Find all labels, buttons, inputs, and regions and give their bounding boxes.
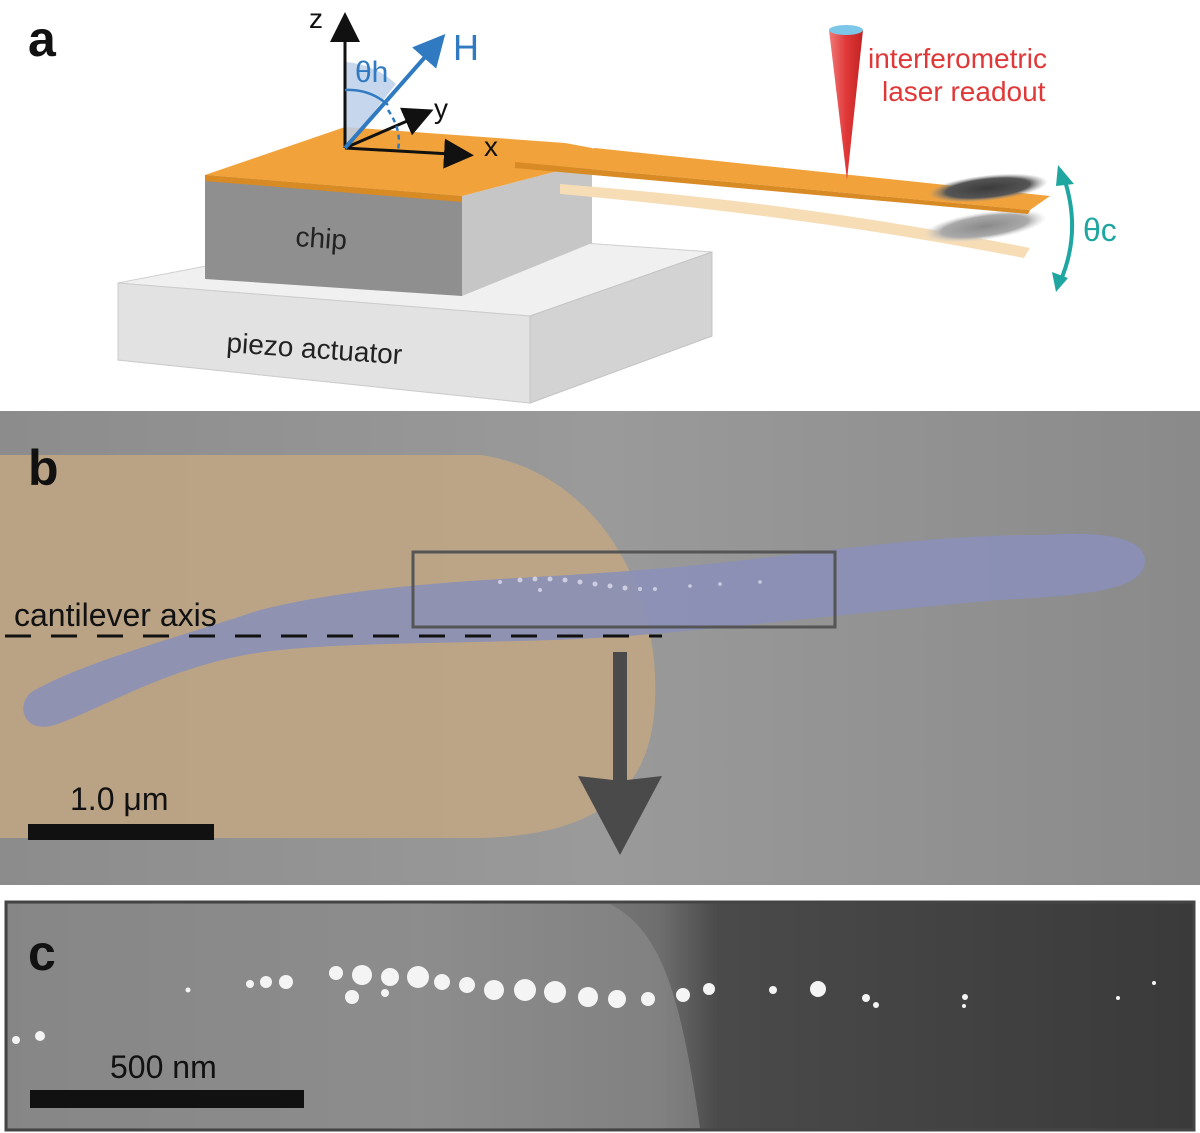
x-axis-arrow: [344, 138, 474, 169]
scale-bar-b-label: 1.0 μm: [70, 781, 168, 817]
scale-bar-c: [30, 1090, 304, 1108]
gold-electrode-and-cantilever: [205, 127, 1050, 214]
x-axis-label: x: [484, 131, 498, 162]
field-h-arrow: [343, 33, 446, 150]
laser-label-line1: interferometric: [868, 43, 1047, 74]
scale-bar-c-label: 500 nm: [110, 1049, 217, 1085]
panel-letter-c: c: [28, 925, 56, 981]
panel-c: 500 nm c: [0, 898, 1200, 1133]
scale-bar-b: [28, 824, 214, 840]
particle-chain-b: [498, 576, 762, 592]
nanotube-overlay: [23, 533, 1145, 727]
theta-c-arrow: [1052, 165, 1075, 292]
panel-letter-b: b: [28, 440, 59, 496]
theta-h-wedge: [345, 62, 396, 148]
panel-letter-a: a: [28, 11, 57, 67]
chip-label: chip: [295, 221, 348, 256]
zoom-down-arrow: [578, 652, 662, 855]
cantilever-deflected: [560, 184, 1047, 258]
y-axis-label: y: [434, 93, 448, 124]
y-axis-arrow: [344, 107, 434, 150]
theta-h-label: θh: [355, 56, 388, 89]
field-h-label: H: [453, 27, 479, 68]
particle-chain-c: [12, 965, 1156, 1044]
theta-c-label: θc: [1083, 212, 1117, 248]
z-axis-label: z: [309, 3, 323, 34]
cantilever-axis-label: cantilever axis: [14, 597, 217, 633]
panel-b: cantilever axis 1.0 μm b: [0, 411, 1200, 885]
nanotube-sample: [928, 173, 1048, 203]
chip-block: [205, 162, 592, 296]
coordinate-axes: [330, 12, 474, 169]
laser-label-line2: laser readout: [882, 76, 1046, 107]
zoom-region-box: [411, 550, 837, 629]
laser-beam: [829, 25, 863, 180]
panel-a: a piezo actuator chip: [28, 3, 1117, 404]
